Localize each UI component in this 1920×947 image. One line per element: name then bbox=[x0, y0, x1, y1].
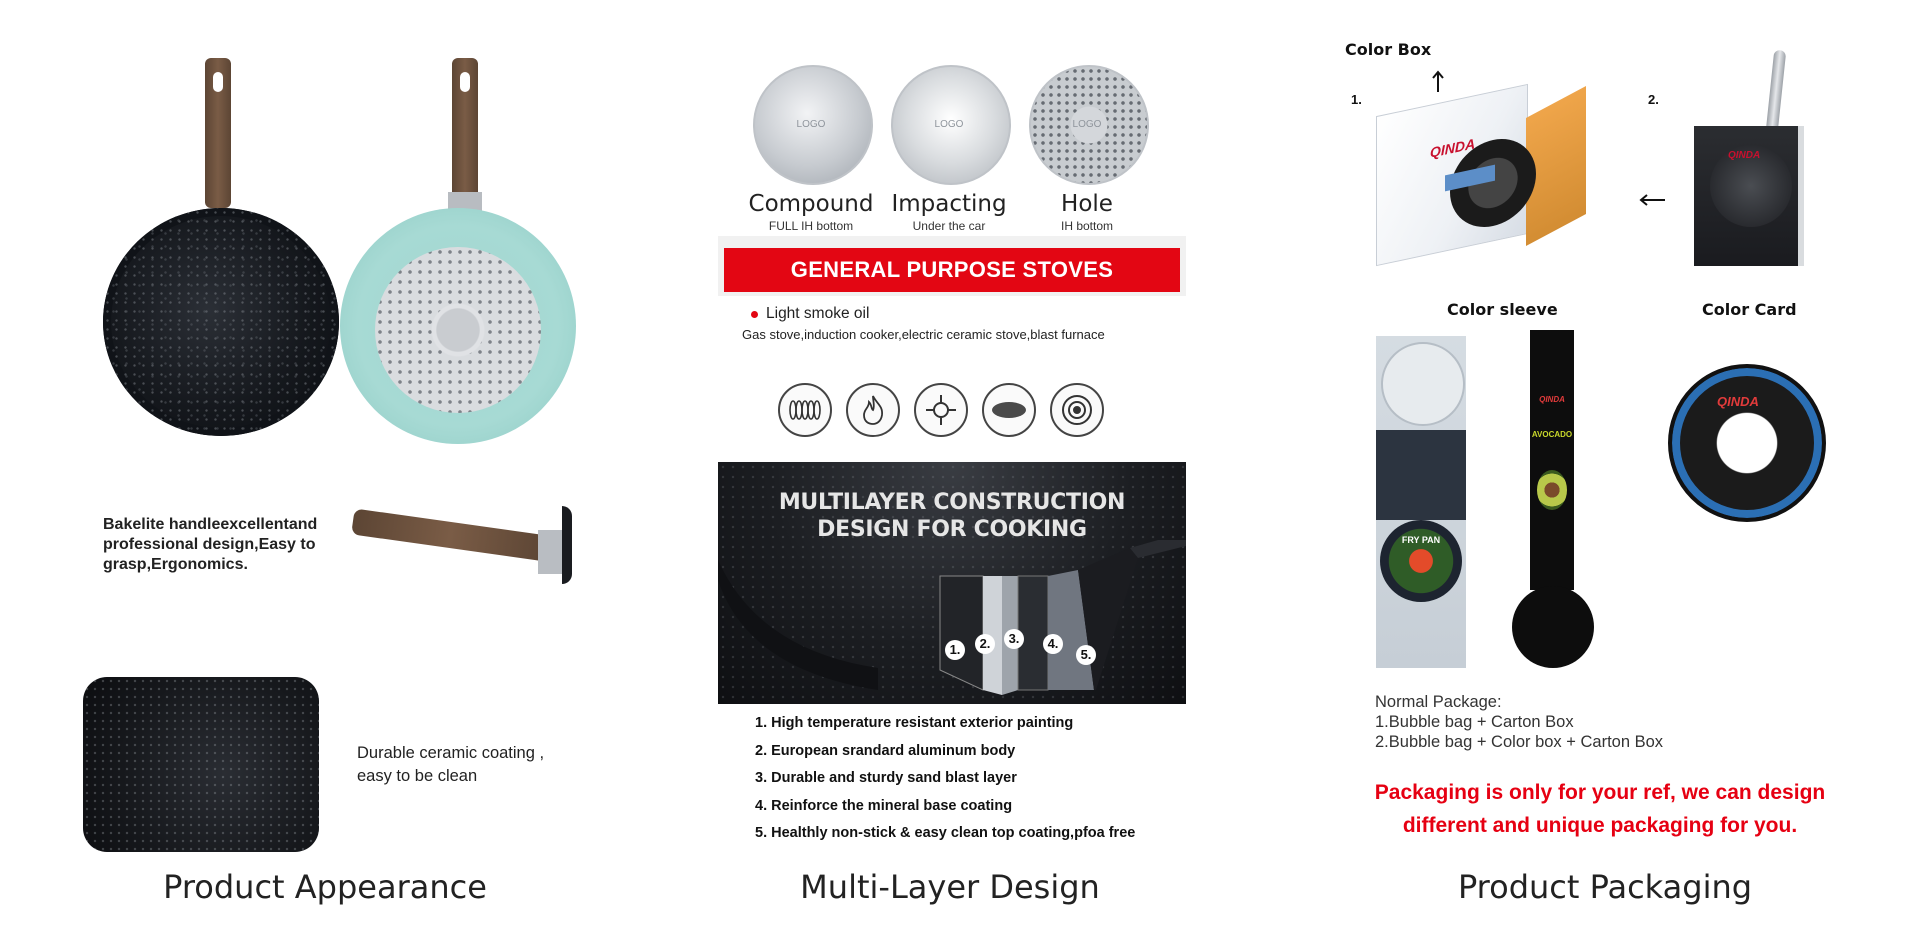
boxed-pan-circle bbox=[1710, 145, 1792, 227]
hotplate-icon bbox=[982, 383, 1036, 437]
bottom-type-title: Hole bbox=[1061, 191, 1113, 217]
oil-label: Light smoke oil bbox=[766, 305, 870, 322]
sleeve-brand-logo: QINDA bbox=[1539, 395, 1565, 404]
color-box-label: Color Box bbox=[1345, 40, 1432, 59]
color-card-image bbox=[1668, 364, 1826, 522]
step-2-label: 2. bbox=[1648, 92, 1659, 107]
handle-steel-joint bbox=[448, 192, 482, 212]
avocado-image bbox=[1537, 470, 1567, 510]
appearance-caption: Product Appearance bbox=[163, 868, 487, 906]
feature-item: 5. Healthly non-stick & easy clean top c… bbox=[755, 825, 1136, 841]
sleeve-dark-band bbox=[1376, 430, 1466, 520]
bottom-type-subtitle: Under the car bbox=[912, 219, 986, 233]
logo-placeholder: LOGO bbox=[796, 119, 826, 130]
pan-handle-steel bbox=[1765, 49, 1787, 133]
coating-description: Durable ceramic coating , easy to be cle… bbox=[357, 744, 545, 785]
red-bullet-icon bbox=[751, 311, 758, 318]
sleeve-product-label: AVOCADO bbox=[1531, 430, 1573, 439]
stove-types: Gas stove,induction cooker,electric cera… bbox=[742, 327, 1105, 342]
bottom-type-title: Compound bbox=[748, 191, 874, 217]
feature-item: 1. High temperature resistant exterior p… bbox=[755, 715, 1074, 731]
hole-bottom-image bbox=[1029, 65, 1149, 185]
normal-package-line: 2.Bubble bag + Color box + Carton Box bbox=[1375, 733, 1664, 751]
appearance-panel: Bakelite handleexcellentand professional… bbox=[0, 0, 640, 947]
arrow-up-icon bbox=[1432, 70, 1444, 92]
feature-item: 3. Durable and sturdy sand blast layer bbox=[755, 770, 1017, 786]
normal-package-line: 1.Bubble bag + Carton Box bbox=[1375, 713, 1574, 731]
step-1-label: 1. bbox=[1351, 92, 1362, 107]
coating-closeup-image bbox=[83, 677, 319, 852]
black-pan-top-view bbox=[103, 208, 339, 436]
coil-stove-icon bbox=[778, 383, 832, 437]
logo-placeholder: LOGO bbox=[934, 119, 964, 130]
logo-placeholder: LOGO bbox=[1072, 119, 1102, 130]
sleeve-bottom-disc bbox=[1512, 586, 1594, 668]
arrow-left-icon bbox=[1639, 194, 1665, 206]
feature-item: 4. Reinforce the mineral base coating bbox=[755, 797, 1013, 814]
impacting-bottom-image bbox=[891, 65, 1011, 185]
black-color-sleeve-image bbox=[1530, 330, 1574, 590]
packaging-note-line-2: different and unique packaging for you. bbox=[1402, 814, 1798, 837]
handle-description: Bakelite handleexcellentand professional… bbox=[103, 516, 318, 573]
bottom-type-subtitle: FULL IH bottom bbox=[768, 219, 854, 233]
layer-cross-section bbox=[718, 540, 1186, 695]
handle-side-view bbox=[351, 508, 549, 562]
feature-item: 2. European srandard aluminum body bbox=[755, 742, 1016, 759]
gas-burner-icon bbox=[914, 383, 968, 437]
pan-speckle-texture bbox=[103, 208, 339, 436]
color-card-label: Color Card bbox=[1702, 300, 1797, 319]
sleeve-food-disc bbox=[1380, 520, 1462, 602]
pan-edge bbox=[562, 506, 572, 584]
induction-base-plate bbox=[375, 247, 541, 413]
bottom-type-subtitle: IH bottom bbox=[1060, 219, 1114, 233]
construction-title-line-2: DESIGN FOR COOKING bbox=[817, 517, 1087, 542]
layer-number-2: 2. bbox=[975, 634, 995, 654]
features-list: 1. High temperature resistant exterior p… bbox=[755, 710, 1175, 848]
multilayer-caption: Multi-Layer Design bbox=[800, 868, 1100, 906]
card-brand-logo: QINDA bbox=[1717, 394, 1759, 409]
layer-number-3: 3. bbox=[1004, 629, 1024, 649]
flame-icon bbox=[846, 383, 900, 437]
normal-package-title: Normal Package: bbox=[1375, 693, 1502, 711]
packaging-panel: Color Box 1. QINDA 2. QINDA Color sleeve… bbox=[1280, 0, 1920, 947]
induction-icon bbox=[1050, 383, 1104, 437]
layer-number-1: 1. bbox=[945, 640, 965, 660]
multilayer-panel: LOGO Compound FULL IH bottom LOGO Impact… bbox=[640, 0, 1280, 947]
handle-hole bbox=[213, 72, 223, 92]
compound-bottom-image bbox=[753, 65, 873, 185]
color-sleeve-label: Color sleeve bbox=[1447, 300, 1558, 319]
sleeve-top-disc bbox=[1381, 342, 1465, 426]
layer-number-4: 4. bbox=[1043, 634, 1063, 654]
construction-title-line-1: MULTILAYER CONSTRUCTION bbox=[778, 490, 1126, 515]
boxed-pan-logo: QINDA bbox=[1728, 150, 1761, 161]
packaging-note-line-1: Packaging is only for your ref, we can d… bbox=[1374, 781, 1826, 804]
handle-hole bbox=[460, 72, 470, 92]
sleeve-label: FRY PAN bbox=[1401, 535, 1441, 545]
general-purpose-stoves-banner: GENERAL PURPOSE STOVES bbox=[724, 248, 1180, 292]
packaging-caption: Product Packaging bbox=[1457, 868, 1753, 906]
bottom-type-title: Impacting bbox=[891, 191, 1007, 217]
layer-number-5: 5. bbox=[1076, 645, 1096, 665]
